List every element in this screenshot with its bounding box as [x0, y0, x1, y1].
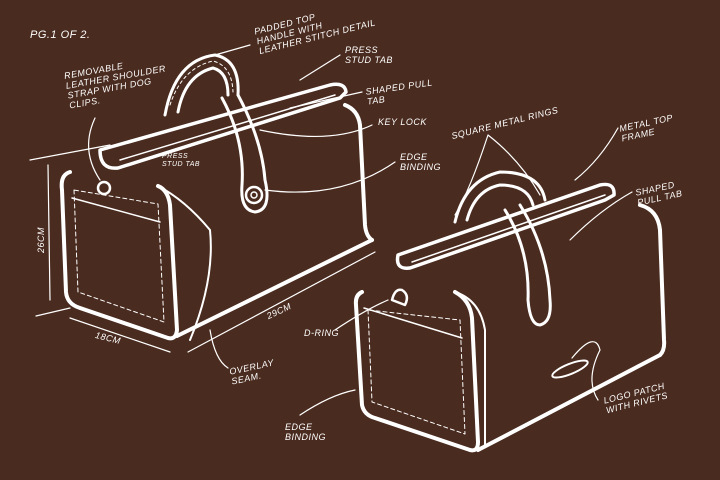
bag1-key-lock: [244, 185, 264, 205]
bag2-handle: [453, 170, 547, 224]
bag2-frame: [395, 182, 616, 270]
bag2-frame-line: [411, 194, 606, 263]
bag2-pull-tab: [503, 203, 552, 327]
bag2-front-curve: [454, 291, 486, 446]
bag1-handle-stitch: [169, 60, 234, 106]
bag2-logo-patch: [551, 359, 589, 379]
dim-length-line: [187, 251, 376, 353]
bag1-front-stitch: [73, 189, 165, 323]
bag2-front-face: [353, 290, 480, 453]
label-press-stud-tab: PRESS STUD TAB: [345, 45, 393, 65]
label-edge-binding-1: EDGE BINDING: [400, 152, 442, 172]
label-key-lock: KEY LOCK: [378, 117, 427, 127]
label-edge-binding-2: EDGE BINDING: [285, 422, 327, 442]
bag2-front-stitch: [367, 309, 466, 435]
dim-depth-line: [69, 317, 171, 353]
bag2-d-ring: [390, 288, 409, 307]
bag2-side-right: [638, 203, 667, 357]
bag2-pocket-line: [363, 307, 463, 339]
page-label: PG.1 OF 2.: [30, 29, 91, 41]
bag1-d-ring: [96, 180, 112, 196]
dim-height-line: [29, 144, 111, 317]
bag1-front-face: [59, 170, 179, 341]
dimension-height: 26cm: [36, 226, 47, 254]
bag1-side-bottom: [175, 238, 374, 338]
bag2-side-bottom: [476, 353, 662, 452]
bag1-frame: [98, 82, 348, 170]
label-d-ring: D-RING: [304, 328, 339, 338]
label-press-stud-tab-front: PRESS STUD TAB: [162, 153, 201, 168]
bag1-side-right: [343, 103, 374, 242]
bag1-front-curve: [157, 185, 212, 341]
bag1-pull-tab: [220, 93, 269, 214]
bag1-pocket-line: [71, 197, 161, 223]
